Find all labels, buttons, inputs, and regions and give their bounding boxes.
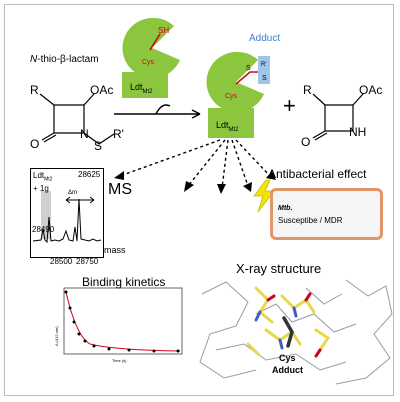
ms-spectrum xyxy=(32,191,102,244)
n-thio-beta-lactam-structure: R OAc O N S R' xyxy=(30,83,124,153)
enzyme-name: LdtMt2 xyxy=(130,82,153,95)
enzyme-adduct: Cys R' S S LdtMt2 xyxy=(206,51,270,138)
ms-peak-low: 28490 xyxy=(32,225,55,234)
lightning-icon xyxy=(253,179,275,213)
adduct-r-prime: R' xyxy=(261,62,266,68)
product-atom-o: O xyxy=(301,135,310,149)
atom-s: S xyxy=(94,139,102,153)
xray-structure-render xyxy=(199,279,393,385)
ms-title: MS xyxy=(108,181,132,198)
ms-delta-arrow xyxy=(65,196,95,204)
adduct-cys-label: Cys xyxy=(225,93,238,100)
plus-sign: + xyxy=(283,93,296,118)
atom-r: R xyxy=(30,83,39,97)
outcome-arrows xyxy=(114,139,276,194)
ms-delta-label: Δm xyxy=(68,190,78,196)
ms-panel xyxy=(30,168,104,258)
kinetics-title: Binding kinetics xyxy=(82,275,166,289)
ms-peak-high: 28625 xyxy=(78,170,101,179)
ms-ligand-label: + 1g xyxy=(33,184,49,193)
ms-x-tick-2: 28750 xyxy=(76,257,99,266)
bacteria-box xyxy=(270,188,383,240)
adduct-enzyme-name: LdtMt2 xyxy=(216,120,239,133)
enzyme-free: SH Cys LdtMt2 xyxy=(122,17,180,98)
antibacterial-title: Antibacterial effect xyxy=(268,167,367,181)
adduct-s: S xyxy=(262,75,267,82)
kinetics-x-label: Time (s) xyxy=(112,358,127,363)
thiol-label: SH xyxy=(158,26,169,35)
strains-label: Susceptibe / MDR xyxy=(278,216,343,225)
product-atom-oac: OAc xyxy=(359,83,382,97)
xray-cys-label: Cys xyxy=(279,353,296,363)
reaction-arrow xyxy=(114,104,201,119)
ms-protein-label: LdtMt2 xyxy=(33,171,53,183)
adduct-s-link: S xyxy=(246,65,251,72)
product-atom-nh: NH xyxy=(349,125,366,139)
atom-oac: OAc xyxy=(90,83,113,97)
product-azetidinone-structure: R OAc O NH xyxy=(301,83,382,149)
kinetics-plot: A (412 nm) Time (s) xyxy=(54,287,183,363)
adduct-label: Adduct xyxy=(249,33,281,44)
xray-title: X-ray structure xyxy=(236,261,322,276)
cys-label: Cys xyxy=(142,59,155,66)
figure-border xyxy=(4,4,394,396)
atom-o: O xyxy=(30,137,39,151)
kinetics-y-label: A (412 nm) xyxy=(54,326,59,346)
xray-adduct-label: Adduct xyxy=(272,365,303,375)
ms-x-tick-1: 28500 xyxy=(50,257,73,266)
ms-x-label: mass xyxy=(104,245,126,255)
atom-r-prime: R' xyxy=(113,127,124,141)
product-atom-r: R xyxy=(303,83,312,97)
atom-n: N xyxy=(80,127,89,141)
mtb-label: Mtb. xyxy=(278,205,293,212)
reactant-label: N-thio-β-lactam xyxy=(30,54,99,65)
